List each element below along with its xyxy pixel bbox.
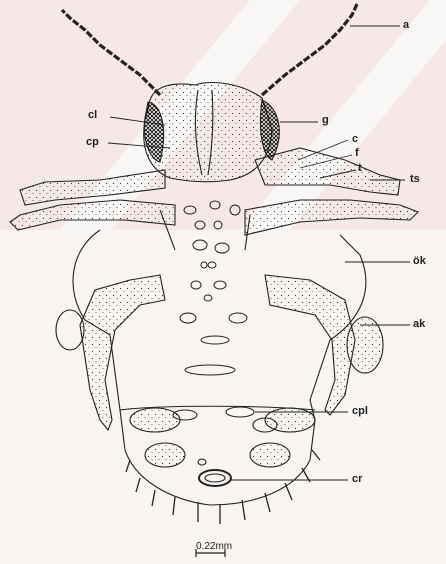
label-tarsus: ts: [410, 174, 420, 185]
label-clypeus: cl: [88, 110, 97, 121]
label-cp: cp: [86, 137, 99, 148]
label-cpl: cpl: [352, 406, 368, 417]
label-coxa: c: [352, 134, 358, 145]
pygofer-plates: [130, 407, 315, 486]
label-ak: ak: [413, 319, 425, 330]
abdomen: [73, 230, 366, 505]
scale-label: 0.22mm: [196, 541, 232, 552]
leg-hind-right: [265, 275, 355, 415]
leg-hind-left: [80, 275, 165, 430]
circumanal-ring: [199, 470, 231, 486]
label-cr: cr: [352, 474, 362, 485]
label-eye: g: [322, 115, 329, 126]
label-femur: f: [355, 148, 359, 159]
label-ok: ök: [413, 256, 426, 267]
label-tibia: t: [358, 163, 362, 174]
coxa-left: [56, 310, 84, 350]
label-antenna: a: [403, 20, 409, 31]
